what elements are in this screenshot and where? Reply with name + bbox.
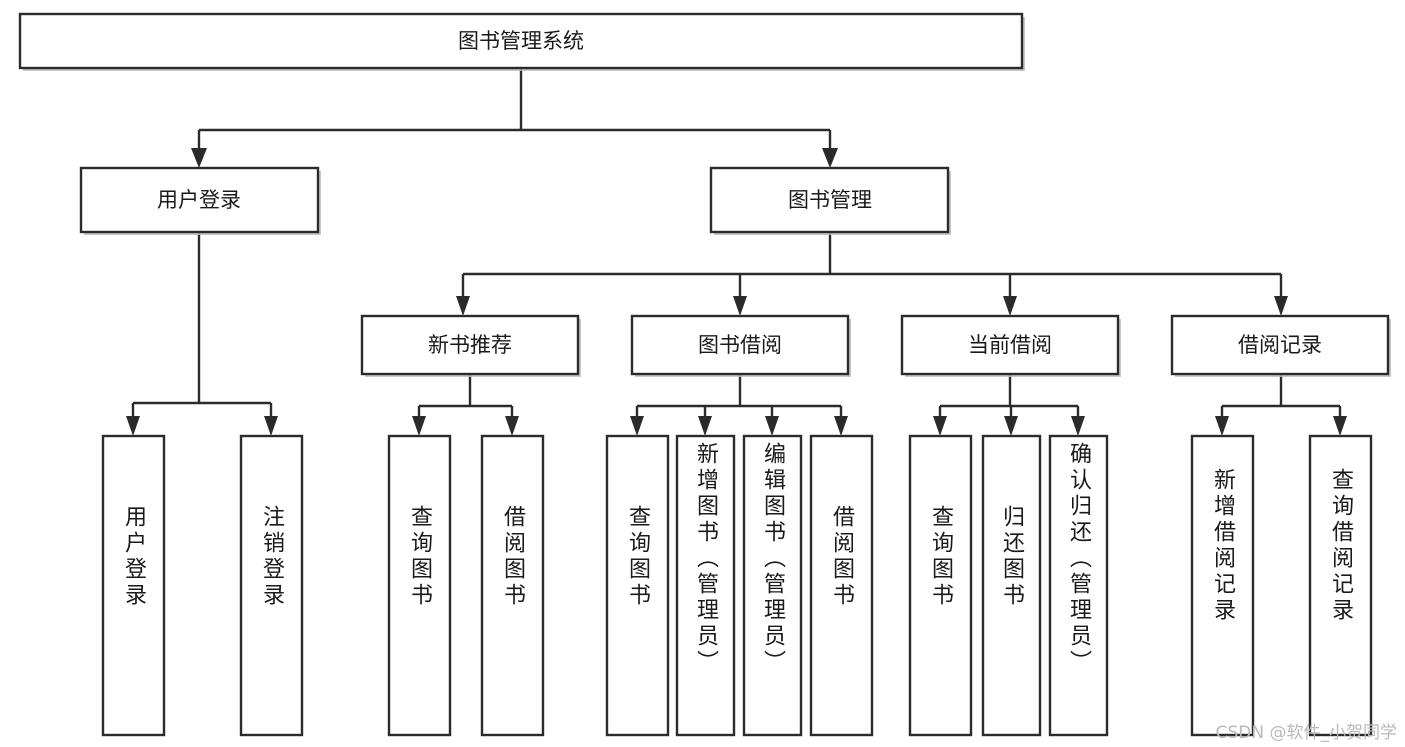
leaf-borrow-book-2-box[interactable] <box>809 434 874 737</box>
user-login-label: 用户登录 <box>157 188 241 212</box>
leaf-borrow-book-1-box[interactable] <box>480 434 545 737</box>
arrow-leaf-user-logout <box>264 416 278 436</box>
root-box <box>18 12 1024 70</box>
node-book-borrow[interactable]: 图书借阅 <box>630 314 851 377</box>
node-user-login[interactable]: 用户登录 <box>79 166 321 235</box>
arrow-leaf-confirm-return <box>1071 416 1085 436</box>
leaf-return-book-box[interactable] <box>981 434 1042 737</box>
arrow-leaf-add-borrow-record <box>1215 416 1229 436</box>
arrow-current-borrow <box>1003 296 1017 316</box>
arrow-leaf-query-book-3 <box>933 416 947 436</box>
node-root[interactable]: 图书管理系统 <box>18 12 1025 71</box>
leaf-query-book-1-box[interactable] <box>387 434 452 737</box>
node-borrow-record[interactable]: 借阅记录 <box>1170 314 1391 377</box>
arrow-new-book-recommend <box>456 296 470 316</box>
arrow-leaf-borrow-book-1 <box>505 416 519 436</box>
arrow-leaf-query-book-1 <box>412 416 426 436</box>
root-label: 图书管理系统 <box>458 29 584 53</box>
node-new-book-recommend[interactable]: 新书推荐 <box>360 314 581 377</box>
arrow-book-manage <box>822 148 838 168</box>
leaf-query-book-2-box[interactable] <box>605 434 670 737</box>
book-borrow-box <box>630 314 850 376</box>
current-borrow-box <box>900 314 1120 376</box>
new-book-recommend-label: 新书推荐 <box>428 333 512 357</box>
book-manage-box <box>709 166 950 234</box>
arrow-leaf-query-borrow-record <box>1333 416 1347 436</box>
connector-group <box>126 68 1347 436</box>
current-borrow-label: 当前借阅 <box>968 333 1052 357</box>
leaf-confirm-return-admin-box[interactable] <box>1048 434 1109 737</box>
arrow-borrow-record <box>1274 296 1288 316</box>
arrow-leaf-return-book <box>1004 416 1018 436</box>
leaf-add-book-admin-box[interactable] <box>675 434 736 737</box>
arrow-leaf-borrow-book-2 <box>834 416 848 436</box>
node-current-borrow[interactable]: 当前借阅 <box>900 314 1121 377</box>
arrow-leaf-query-book-2 <box>630 416 644 436</box>
leaf-query-borrow-record-box[interactable] <box>1308 434 1373 737</box>
borrow-record-box <box>1170 314 1390 376</box>
arrow-leaf-add-book <box>698 416 712 436</box>
leaf-edit-book-admin-box[interactable] <box>742 434 803 737</box>
new-book-recommend-box <box>360 314 580 376</box>
leaf-query-book-3-box[interactable] <box>908 434 973 737</box>
borrow-record-label: 借阅记录 <box>1238 333 1322 357</box>
leaf-user-logout-box[interactable] <box>239 434 304 737</box>
arrow-leaf-user-login <box>126 416 140 436</box>
arrow-book-borrow <box>733 296 747 316</box>
leaf-user-login-box[interactable] <box>101 434 166 737</box>
leaf-box-group <box>101 434 1373 737</box>
node-book-manage[interactable]: 图书管理 <box>709 166 951 235</box>
leaf-add-borrow-record-box[interactable] <box>1190 434 1255 737</box>
book-manage-label: 图书管理 <box>788 188 872 212</box>
book-borrow-label: 图书借阅 <box>698 333 782 357</box>
arrow-user-login <box>191 148 207 168</box>
user-login-box <box>79 166 320 234</box>
arrow-leaf-edit-book <box>765 416 779 436</box>
